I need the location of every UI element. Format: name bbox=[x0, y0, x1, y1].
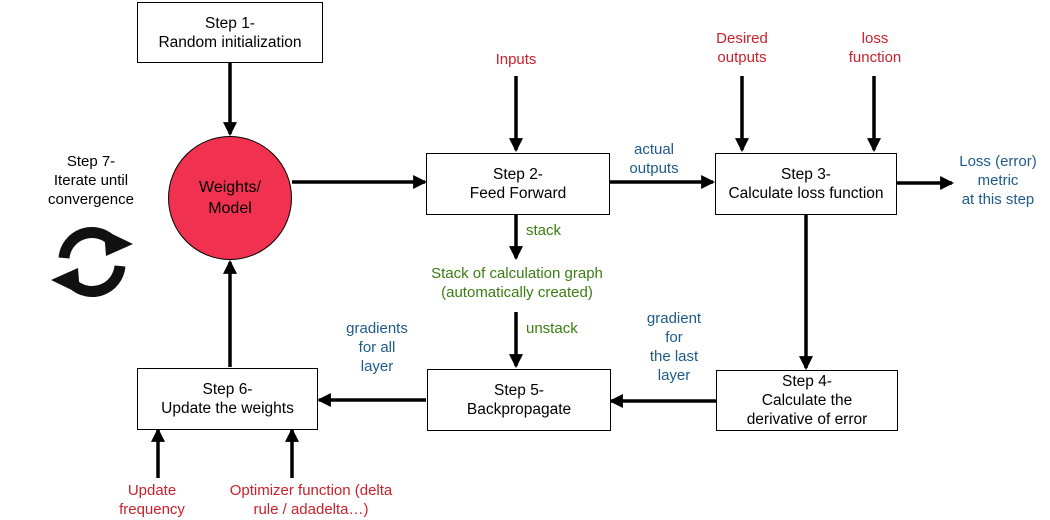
step6-box: Step 6- Update the weights bbox=[137, 368, 318, 430]
step4-text-line1: Calculate the bbox=[761, 392, 853, 409]
inputs-label: Inputs bbox=[495, 51, 537, 68]
step2-box: Step 2- Feed Forward bbox=[426, 153, 610, 215]
step1-box: Step 1- Random initialization bbox=[137, 2, 323, 63]
step7-title: Step 7- bbox=[66, 153, 116, 170]
step3-box: Step 3- Calculate loss function bbox=[715, 153, 897, 215]
unstack-label: unstack bbox=[526, 320, 578, 337]
gradients-all-layer-label: gradients for all layer bbox=[346, 320, 408, 375]
step1-title: Step 1- bbox=[205, 14, 255, 32]
step3-title: Step 3- bbox=[781, 166, 831, 183]
loss-metric-label: Loss (error) metric at this step bbox=[959, 153, 1037, 208]
step5-box: Step 5- Backpropagate bbox=[427, 369, 611, 431]
step2-text: Feed Forward bbox=[469, 185, 567, 202]
step7-line1: Iterate until bbox=[53, 172, 129, 189]
step7-line2: convergence bbox=[48, 191, 134, 208]
step1-text: Random initialization bbox=[158, 33, 302, 51]
step6-text: Update the weights bbox=[161, 400, 294, 417]
step3-text: Calculate loss function bbox=[728, 185, 884, 202]
model-label-line2: Model bbox=[208, 200, 252, 217]
step5-text: Backpropagate bbox=[466, 401, 572, 418]
cycle-arrows-icon bbox=[51, 226, 133, 298]
step2-title: Step 2- bbox=[493, 166, 543, 183]
step5-title: Step 5- bbox=[494, 382, 544, 399]
loss-function-label: loss function bbox=[848, 30, 902, 66]
step7-label: Step 7- Iterate until convergence bbox=[36, 152, 146, 209]
optimizer-function-label: Optimizer function (delta rule / adadelt… bbox=[229, 482, 393, 518]
weights-model-circle: Weights/ Model bbox=[168, 136, 292, 260]
desired-outputs-label: Desired outputs bbox=[716, 30, 768, 66]
step4-text-line2: derivative of error bbox=[746, 411, 868, 428]
step6-title: Step 6- bbox=[202, 381, 253, 398]
model-label-line1: Weights/ bbox=[199, 179, 261, 196]
stack-label: stack bbox=[526, 222, 562, 239]
step4-box: Step 4- Calculate the derivative of erro… bbox=[716, 370, 898, 431]
actual-outputs-label: actual outputs bbox=[629, 141, 679, 177]
gradient-last-layer-label: gradient for the last layer bbox=[646, 310, 702, 384]
stack-graph-label: Stack of calculation graph (automaticall… bbox=[431, 265, 603, 301]
step4-title: Step 4- bbox=[782, 373, 832, 390]
update-frequency-label: Update frequency bbox=[119, 482, 185, 518]
